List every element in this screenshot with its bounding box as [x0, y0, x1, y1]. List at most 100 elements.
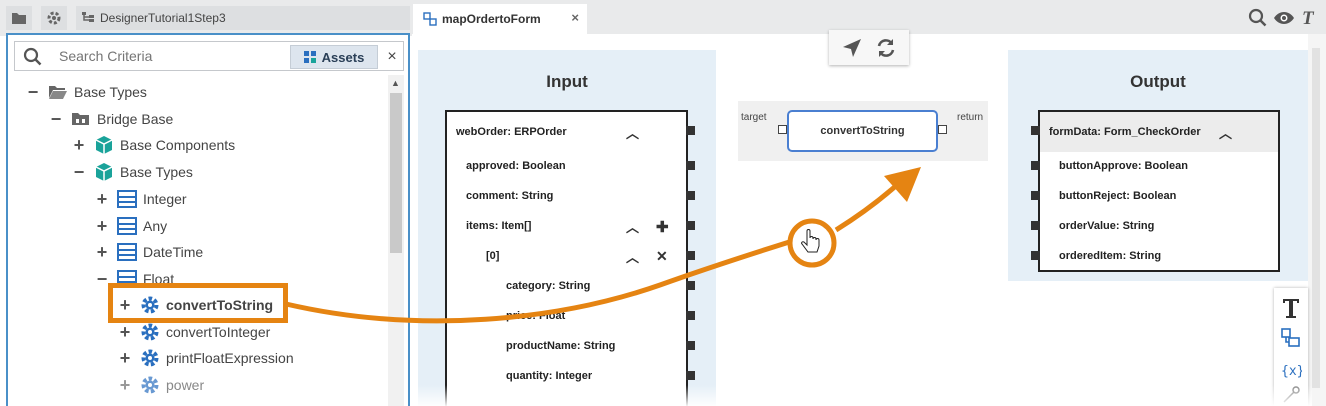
tree-item-label: printFloatExpression [166, 350, 294, 366]
output-port[interactable] [686, 191, 695, 200]
field-web-order[interactable]: webOrder: ERPOrder [456, 126, 567, 138]
field-quantity[interactable]: quantity: Integer [506, 370, 593, 382]
tree-item-convert-to-string[interactable]: + convertToString [116, 292, 273, 318]
field-form-data[interactable]: formData: Form_CheckOrder [1049, 126, 1201, 138]
collapse-toggle[interactable]: − [73, 162, 85, 182]
text-icon [1283, 299, 1299, 318]
folder-open-icon [48, 83, 68, 101]
tree-item-base-components[interactable]: + Base Components [70, 132, 235, 158]
field-button-approve[interactable]: buttonApprove: Boolean [1059, 160, 1188, 172]
output-port[interactable] [686, 251, 695, 260]
field-price[interactable]: price: Float [506, 310, 566, 322]
scroll-up-icon[interactable]: ▲ [391, 78, 400, 88]
tree-item-bridge-base[interactable]: − Bridge Base [47, 106, 174, 132]
output-port[interactable] [686, 341, 695, 350]
field-items[interactable]: items: Item[] [466, 220, 532, 232]
add-icon[interactable]: ✚ [656, 219, 669, 236]
navigate-icon[interactable] [841, 37, 863, 59]
output-port[interactable] [686, 371, 695, 380]
expand-toggle[interactable]: + [73, 135, 85, 155]
field-button-reject[interactable]: buttonReject: Boolean [1059, 190, 1177, 202]
expand-toggle[interactable]: + [119, 295, 131, 315]
tree-item-base-types-root[interactable]: − Base Types [24, 79, 147, 105]
tree-item-print-float-expression[interactable]: + printFloatExpression [116, 345, 294, 371]
output-port[interactable] [686, 126, 695, 135]
search-input[interactable] [59, 48, 259, 64]
text-style-icon[interactable]: T [1300, 7, 1320, 27]
output-port[interactable] [686, 311, 695, 320]
output-structure-box: formData: Form_CheckOrder ︿ buttonApprov… [1038, 110, 1280, 272]
function-node[interactable]: convertToString [787, 110, 938, 152]
tab-map-order-to-form[interactable]: mapOrdertoForm × [413, 4, 587, 34]
field-order-value[interactable]: orderValue: String [1059, 220, 1155, 232]
text-button[interactable] [1274, 294, 1308, 322]
scroll-thumb[interactable] [390, 93, 402, 253]
collapse-toggle[interactable]: − [50, 109, 62, 129]
refresh-icon[interactable] [875, 37, 897, 59]
canvas-scrollbar[interactable] [1308, 34, 1326, 406]
gear-icon [140, 349, 160, 367]
tree-item-label: Base Types [120, 164, 193, 180]
close-search-button[interactable]: × [383, 45, 401, 69]
mapping-icon [423, 12, 437, 26]
field-product-name[interactable]: productName: String [506, 340, 616, 352]
input-structure-box: webOrder: ERPOrder approved: Boolean com… [445, 110, 688, 406]
tree-item-label: convertToInteger [166, 324, 271, 340]
expand-toggle[interactable]: + [96, 216, 108, 236]
svg-text:{x}: {x} [1281, 364, 1302, 379]
tree-scrollbar[interactable]: ▲ [388, 75, 404, 406]
expand-toggle[interactable]: + [96, 242, 108, 262]
field-category[interactable]: category: String [506, 280, 591, 292]
variable-button[interactable]: {x} [1274, 356, 1308, 384]
field-index-0[interactable]: [0] [486, 250, 500, 262]
tree-item-power[interactable]: + power [116, 372, 204, 398]
collapse-up-icon[interactable]: ︿ [626, 220, 640, 235]
collapse-up-icon[interactable]: ︿ [626, 126, 640, 141]
output-title: Output [1130, 72, 1186, 91]
close-tab-icon[interactable]: × [571, 10, 579, 25]
settings-tab-button[interactable] [41, 6, 67, 30]
tree-item-base-types[interactable]: − Base Types [70, 159, 193, 185]
expand-toggle[interactable]: + [119, 348, 131, 368]
output-port[interactable] [686, 161, 695, 170]
input-port[interactable] [1031, 126, 1040, 135]
input-port[interactable] [1031, 161, 1040, 170]
return-port[interactable] [938, 125, 947, 134]
collapse-toggle[interactable]: − [27, 82, 39, 102]
svg-text:T: T [1302, 8, 1315, 27]
scroll-thumb[interactable] [1312, 48, 1320, 388]
gear-icon [140, 296, 160, 314]
field-comment[interactable]: comment: String [466, 190, 554, 202]
project-tab[interactable]: DesignerTutorial1Step3 [76, 6, 410, 30]
hierarchy-icon [82, 12, 94, 22]
bottom-fade [412, 385, 1312, 406]
eye-icon[interactable] [1273, 10, 1295, 26]
input-port[interactable] [1031, 251, 1040, 260]
search-icon[interactable] [1248, 8, 1268, 28]
expand-toggle[interactable]: + [119, 322, 131, 342]
class-icon [117, 243, 137, 261]
tree-item-any[interactable]: + Any [93, 213, 167, 239]
output-port[interactable] [686, 221, 695, 230]
tree-item-datetime[interactable]: + DateTime [93, 239, 203, 265]
mapping-button[interactable] [1274, 324, 1308, 352]
tree-item-integer[interactable]: + Integer [93, 186, 187, 212]
collapse-toggle[interactable]: − [96, 269, 108, 289]
class-icon [117, 217, 137, 235]
field-approved[interactable]: approved: Boolean [466, 160, 566, 172]
search-bar: Assets × [14, 41, 404, 71]
folder-tab-button[interactable] [6, 6, 32, 30]
expand-toggle[interactable]: + [119, 375, 131, 395]
output-port[interactable] [686, 281, 695, 290]
expand-toggle[interactable]: + [96, 189, 108, 209]
field-ordered-item[interactable]: orderedItem: String [1059, 250, 1162, 262]
tree-item-convert-to-integer[interactable]: + convertToInteger [116, 319, 271, 345]
collapse-up-icon[interactable]: ︿ [626, 250, 640, 265]
remove-icon[interactable]: ✕ [656, 248, 668, 264]
input-port[interactable] [1031, 221, 1040, 230]
collapse-up-icon[interactable]: ︿ [1219, 126, 1233, 141]
assets-toggle-button[interactable]: Assets [290, 45, 378, 69]
input-port[interactable] [1031, 191, 1040, 200]
assets-icon [303, 51, 316, 63]
target-port[interactable] [778, 125, 787, 134]
